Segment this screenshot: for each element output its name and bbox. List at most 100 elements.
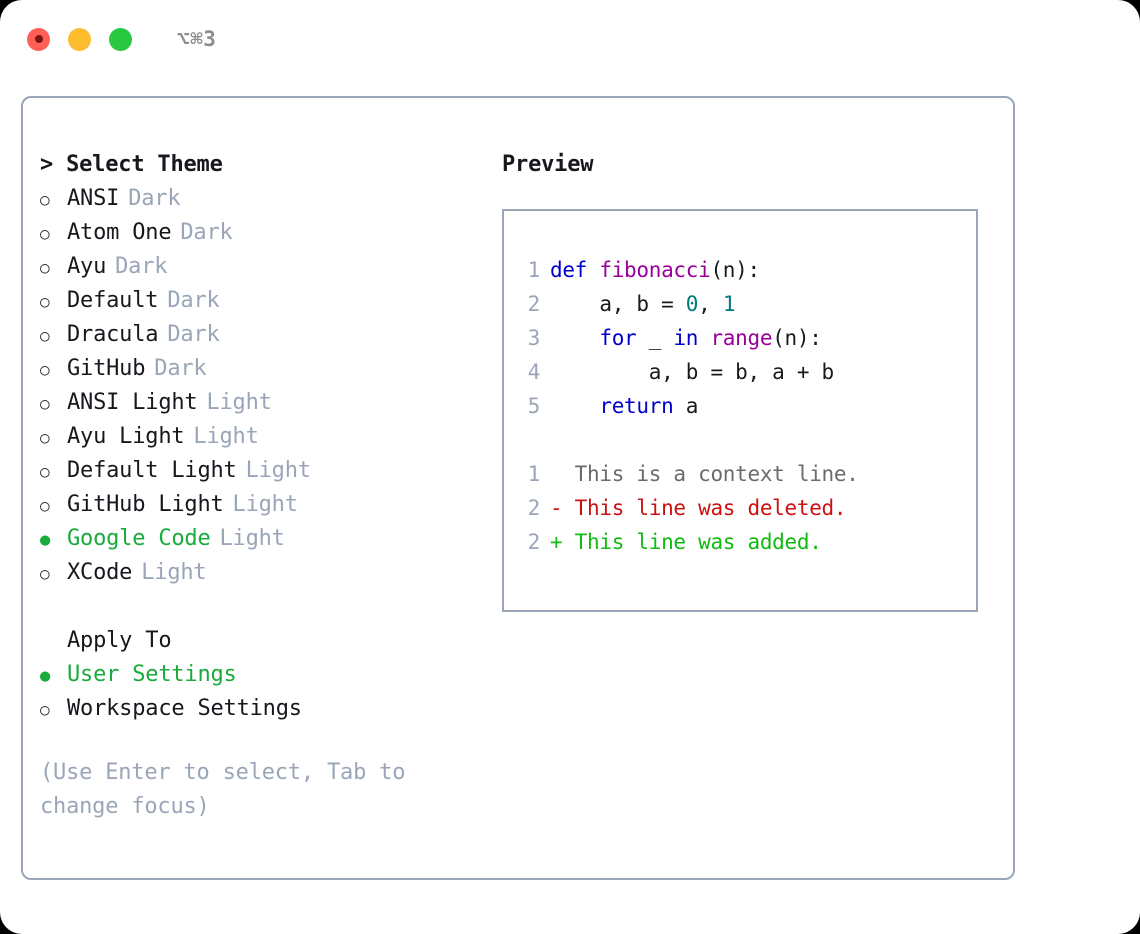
line-number: 2 [527,496,541,520]
theme-option-label: XCode [67,560,133,585]
code-token [550,326,599,350]
code-token: in [673,326,699,350]
theme-variant-badge: Light [232,492,298,517]
line-number: 2 [527,292,541,316]
theme-option-github-light[interactable]: ○ GitHub Light Light [40,488,480,522]
theme-option-default-light[interactable]: ○ Default Light Light [40,454,480,488]
theme-variant-badge: Dark [180,220,233,245]
code-token: range [710,326,773,350]
radio-unselected-icon: ○ [40,326,50,345]
keyboard-shortcut-label: ⌥⌘3 [177,27,217,51]
apply-to-option-label: Workspace Settings [67,696,302,721]
apply-to-option-workspace-settings[interactable]: ○Workspace Settings [40,692,480,726]
line-number: 5 [527,394,541,418]
code-token: a, b = [550,292,686,316]
code-line-text: a, b = b, a + b [550,355,834,389]
line-number: 1 [527,258,541,282]
theme-option-label: Dracula [67,322,159,347]
theme-option-ansi-light[interactable]: ○ ANSI Light Light [40,386,480,420]
theme-option-label: Ayu [67,254,107,279]
theme-option-label: Default [67,288,159,313]
code-token [698,326,710,350]
radio-unselected-icon: ○ [40,394,50,413]
code-token: (n): [772,326,822,350]
code-line: 2 a, b = 0, 1 [504,287,976,321]
theme-variant-badge: Light [245,458,311,483]
theme-option-label: GitHub [67,356,146,381]
radio-unselected-icon: ○ [40,564,50,583]
code-token: fibonacci [599,258,711,282]
code-token: def [550,258,600,282]
theme-variant-badge: Dark [167,288,220,313]
theme-variant-badge: Dark [167,322,220,347]
theme-option-label: Google Code [67,526,211,551]
theme-option-label: ANSI [67,186,120,211]
keyboard-hint-text: (Use Enter to select, Tab to change focu… [40,760,406,819]
code-token: _ [636,326,674,350]
radio-unselected-icon: ○ [40,360,50,379]
theme-variant-badge: Light [206,390,272,415]
code-token: a, b = b, a + b [550,360,834,384]
radio-unselected-icon: ○ [40,224,50,243]
select-theme-heading: > Select Theme [40,152,223,177]
code-token: a [673,394,699,418]
radio-unselected-icon: ○ [40,258,50,277]
code-line: 3 for _ in range(n): [504,321,976,355]
theme-variant-badge: Dark [154,356,207,381]
minimize-button[interactable] [68,27,91,51]
theme-option-ayu[interactable]: ○ Ayu Dark [40,250,480,284]
code-token: return [599,394,674,418]
theme-option-label: ANSI Light [67,390,198,415]
code-line-text: def fibonacci(n): [550,253,760,287]
theme-option-default[interactable]: ○ Default Dark [40,284,480,318]
radio-unselected-icon: ○ [40,496,50,515]
code-token: 1 [722,292,736,316]
theme-variant-badge: Dark [128,186,181,211]
code-token: for [599,326,637,350]
code-line-text: for _ in range(n): [550,321,822,355]
apply-to-option-user-settings[interactable]: ● User Settings [40,658,480,692]
code-token: 0 [685,292,699,316]
code-token: , [698,292,723,316]
theme-option-label: Default Light [67,458,237,483]
apply-to-heading: Apply To [67,628,172,653]
theme-option-github[interactable]: ○ GitHub Dark [40,352,480,386]
line-number: 4 [527,360,541,384]
theme-option-label: GitHub Light [67,492,224,517]
radio-selected-icon: ● [40,666,51,686]
close-button[interactable] [27,27,50,51]
diff-sample: 1 This is a context line.2- This line wa… [504,457,976,559]
apply-to-option-label: User Settings [67,662,237,687]
theme-option-dracula[interactable]: ○ Dracula Dark [40,318,480,352]
theme-option-label: Atom One [67,220,172,245]
diff-line-text: This is a context line. [550,462,859,486]
theme-option-label: Ayu Light [67,424,185,449]
radio-unselected-icon: ○ [40,428,50,447]
preview-heading: Preview [502,152,594,177]
radio-unselected-icon: ○ [40,462,50,481]
line-number: 2 [527,530,541,554]
maximize-button[interactable] [109,27,132,51]
code-line: 4 a, b = b, a + b [504,355,976,389]
theme-option-atom-one[interactable]: ○ Atom One Dark [40,216,480,250]
diff-line: 2 + This line was added. [504,525,976,559]
code-line: 5 return a [504,389,976,423]
apply-to-option-list: ● User Settings ○Workspace Settings [40,658,480,726]
diff-line-text: + This line was added. [550,530,822,554]
code-line-text: return a [550,389,698,423]
code-token: (n): [710,258,760,282]
theme-variant-badge: Dark [115,254,168,279]
radio-unselected-icon: ○ [40,292,50,311]
line-number: 3 [527,326,541,350]
